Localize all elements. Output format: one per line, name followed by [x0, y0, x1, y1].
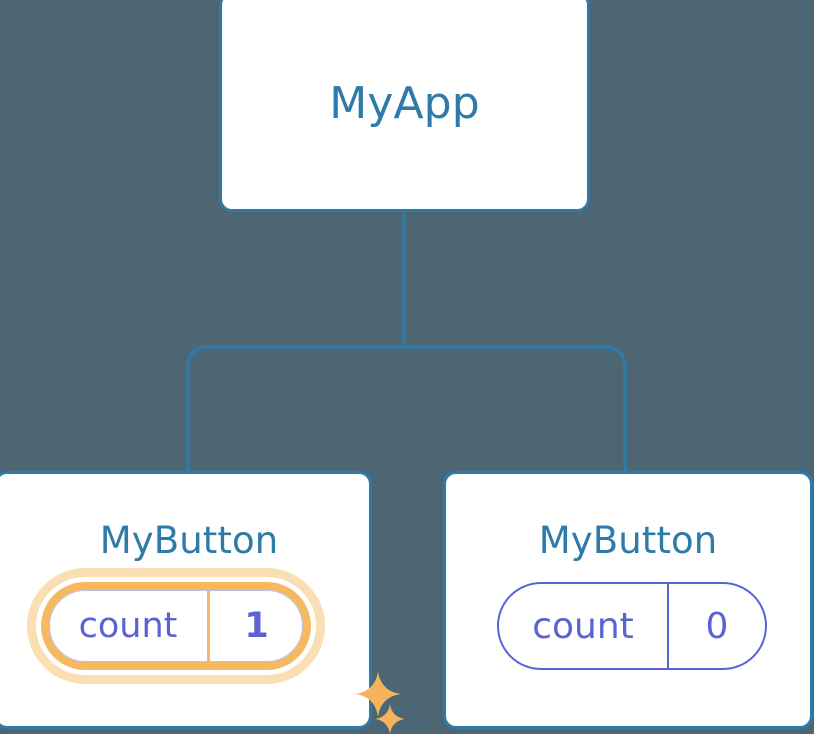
connector-branch-left [186, 345, 404, 476]
state-pill-value-right: 0 [705, 605, 729, 647]
node-title-myapp: MyApp [329, 78, 480, 129]
state-pill-divider-right [667, 584, 669, 668]
node-card-myapp[interactable]: MyApp [219, 0, 590, 212]
node-title-mybutton-right: MyButton [538, 519, 718, 562]
state-pill-count-right[interactable]: count 0 [497, 582, 767, 670]
state-pill-key-right: count [532, 605, 634, 647]
node-title-mybutton-left: MyButton [99, 519, 279, 562]
node-card-mybutton-right[interactable]: MyButton count 0 [443, 471, 813, 729]
state-pill-glow-ring [27, 568, 325, 684]
sparkle-large-icon [355, 671, 401, 717]
node-card-mybutton-left[interactable]: MyButton count 1 [0, 471, 405, 734]
state-pill-wrap-left: count 1 [27, 568, 405, 734]
state-pill-key-left: count [78, 606, 178, 646]
connector-branch-right [404, 345, 627, 476]
state-pill-wrap-right: count 0 [497, 582, 767, 670]
state-pill-value-left: 1 [244, 606, 269, 646]
state-pill-divider-left [207, 590, 210, 662]
state-pill-count-left[interactable]: count 1 [41, 582, 311, 670]
sparkle-small-icon [375, 704, 405, 734]
